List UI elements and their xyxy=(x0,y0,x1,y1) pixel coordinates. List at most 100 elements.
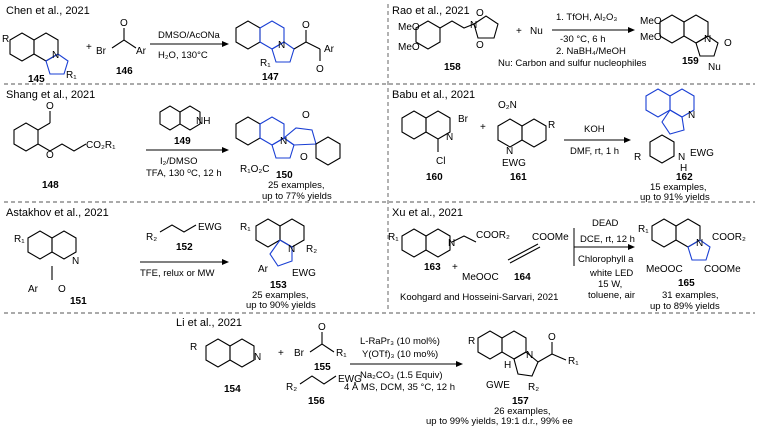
compound-number: 152 xyxy=(176,242,193,253)
plus-sign: + xyxy=(86,42,92,53)
atom-label: MeO xyxy=(398,42,420,53)
atom-label: R xyxy=(468,336,475,347)
atom-label: Cl xyxy=(436,156,445,167)
atom-label: CO₂R₁ xyxy=(86,140,116,151)
atom-label: N xyxy=(278,40,285,51)
plus-sign: + xyxy=(278,348,284,359)
compound-155-structure xyxy=(309,332,335,353)
result-line: up to 99% yields, 19:1 d.r., 99% ee xyxy=(426,416,573,426)
atom-label: COOMe xyxy=(704,264,741,275)
panel-title: Xu et al., 2021 xyxy=(392,207,463,219)
atom-label: N xyxy=(526,350,533,361)
compound-151-structure xyxy=(27,230,77,280)
atom-label: MeOOC xyxy=(646,264,683,275)
atom-label: O xyxy=(476,8,484,19)
atom-label: R xyxy=(190,342,197,353)
panel-rao: Rao et al., 2021 MeO MeO N O O 158 + Nu … xyxy=(392,5,732,73)
result-line: up to 89% yields xyxy=(650,301,720,312)
condition-text: DEAD xyxy=(592,218,619,229)
atom-label: O xyxy=(302,110,310,121)
condition-text: 15 W, xyxy=(598,279,622,290)
atom-label: R xyxy=(634,152,641,163)
arrowhead xyxy=(624,137,631,143)
atom-label: EWG xyxy=(690,148,714,159)
atom-label: N xyxy=(470,20,477,31)
atom-label: Ar xyxy=(324,44,335,55)
arrowhead xyxy=(628,244,635,250)
compound-150-structure xyxy=(235,116,341,166)
condition-text: DMSO/AcONa xyxy=(158,30,220,41)
atom-label: N xyxy=(254,352,261,363)
plus-sign: + xyxy=(516,26,522,37)
atom-label: R₁O₂C xyxy=(240,164,269,175)
atom-label: NH xyxy=(196,116,210,127)
compound-154-structure xyxy=(205,338,255,368)
atom-label: O xyxy=(300,152,308,163)
condition-text: 2. NaBH₄/MeOH xyxy=(556,46,626,57)
panel-title: Babu et al., 2021 xyxy=(392,89,475,101)
atom-label: Ar xyxy=(258,264,269,275)
compound-number: 146 xyxy=(116,66,133,77)
atom-label: R₁ xyxy=(240,222,251,233)
result-line: 31 examples, xyxy=(662,290,719,301)
atom-label: COOR₂ xyxy=(712,232,746,243)
plus-sign: + xyxy=(480,122,486,133)
compound-148-structure xyxy=(13,111,87,152)
compound-160-structure xyxy=(401,110,451,152)
atom-label: EWG xyxy=(292,268,316,279)
atom-label: O₂N xyxy=(498,100,517,111)
result-line: up to 91% yields xyxy=(640,192,710,203)
condition-text: KOH xyxy=(584,124,605,135)
atom-label: Br xyxy=(458,114,469,125)
compound-number: 163 xyxy=(424,262,441,273)
compound-153-structure xyxy=(255,218,305,267)
atom-label: H xyxy=(680,163,687,174)
compound-162-structure xyxy=(645,88,695,164)
compound-number: 162 xyxy=(676,172,693,183)
atom-label: N xyxy=(288,244,295,255)
compound-156-structure xyxy=(299,375,337,385)
condition-text: DMF, rt, 1 h xyxy=(570,146,619,157)
result-line: 25 examples, xyxy=(268,180,325,191)
atom-label: Nu xyxy=(708,62,721,73)
atom-label: R₁ xyxy=(388,232,399,243)
atom-label: R₂ xyxy=(306,244,317,255)
atom-label: O xyxy=(548,332,556,343)
compound-number: 149 xyxy=(174,136,191,147)
condition-text: H₂O, 130°C xyxy=(158,50,208,61)
atom-label: N xyxy=(448,238,455,249)
compound-159-structure xyxy=(659,14,719,57)
nucleophile-note: Nu: Carbon and sulfur nucleophiles xyxy=(498,58,647,69)
condition-text: Na₂CO₃ (1.5 Equiv) xyxy=(360,370,443,381)
atom-label: R xyxy=(548,120,555,131)
compound-number: 164 xyxy=(514,272,531,283)
compound-146-structure xyxy=(111,28,137,49)
compound-number: 148 xyxy=(42,180,59,191)
arrowhead xyxy=(628,27,635,33)
reference-note: Koohgard and Hosseini-Sarvari, 2021 xyxy=(400,292,558,303)
atom-label: R₂ xyxy=(286,382,297,393)
condition-text: Y(OTf)₃ (10 mo%) xyxy=(362,349,438,360)
atom-label: N xyxy=(678,152,685,163)
atom-label: R₁ xyxy=(336,348,347,359)
compound-number: 147 xyxy=(262,72,279,83)
condition-text: white LED xyxy=(589,268,633,279)
condition-text: TFA, 130 ⁰C, 12 h xyxy=(146,168,222,179)
panel-title: Shang et al., 2021 xyxy=(6,89,95,101)
arrowhead xyxy=(456,361,463,367)
atom-label: R₂ xyxy=(528,382,539,393)
compound-149-structure xyxy=(159,105,201,131)
condition-text: 4 Å MS, DCM, 35 °C, 12 h xyxy=(344,382,455,393)
panel-xu: Xu et al., 2021 R₁ N COOR₂ 163 + MeOOC C… xyxy=(388,207,746,312)
compound-152-structure xyxy=(159,224,197,233)
atom-label: R₁ xyxy=(638,224,649,235)
compound-number: 145 xyxy=(28,74,45,85)
atom-label: EWG xyxy=(338,374,362,385)
atom-label: N xyxy=(72,256,79,267)
atom-label: EWG xyxy=(502,158,526,169)
atom-label: O xyxy=(302,20,310,31)
arrowhead xyxy=(222,259,229,265)
panel-li: Li et al., 2021 R N 154 + Br O R₁ 155 R₂… xyxy=(176,317,579,426)
arrowhead xyxy=(222,147,229,153)
condition-text: -30 °C, 6 h xyxy=(560,34,606,45)
